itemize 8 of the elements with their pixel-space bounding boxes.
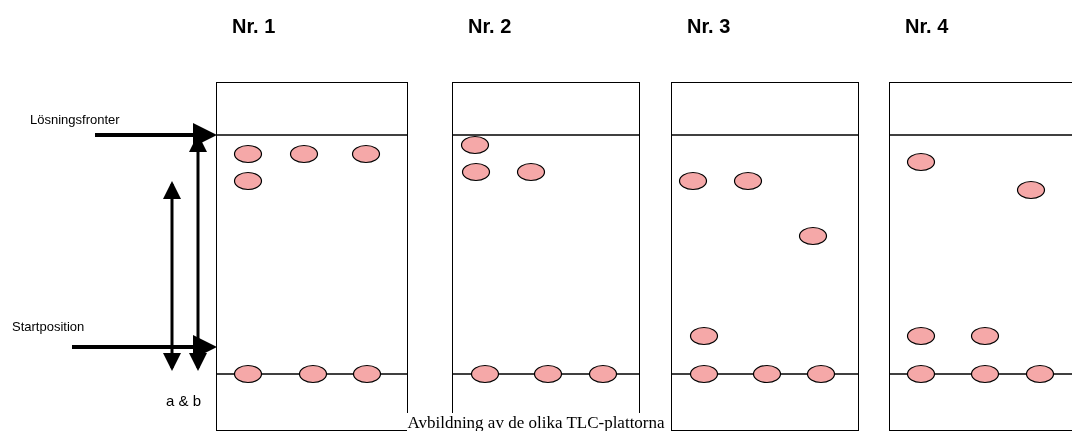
plate-heading: Nr. 1 xyxy=(232,15,276,38)
plate-heading: Nr. 4 xyxy=(905,15,949,38)
distance-label: a & b xyxy=(166,392,202,409)
arrow-label: Lösningsfronter xyxy=(30,112,120,127)
plate-heading: Nr. 2 xyxy=(468,15,512,38)
figure-caption: Avbildning av de olika TLC-plattorna xyxy=(407,413,665,431)
plate-heading: Nr. 3 xyxy=(687,15,731,38)
arrow-label: Startposition xyxy=(12,319,85,334)
